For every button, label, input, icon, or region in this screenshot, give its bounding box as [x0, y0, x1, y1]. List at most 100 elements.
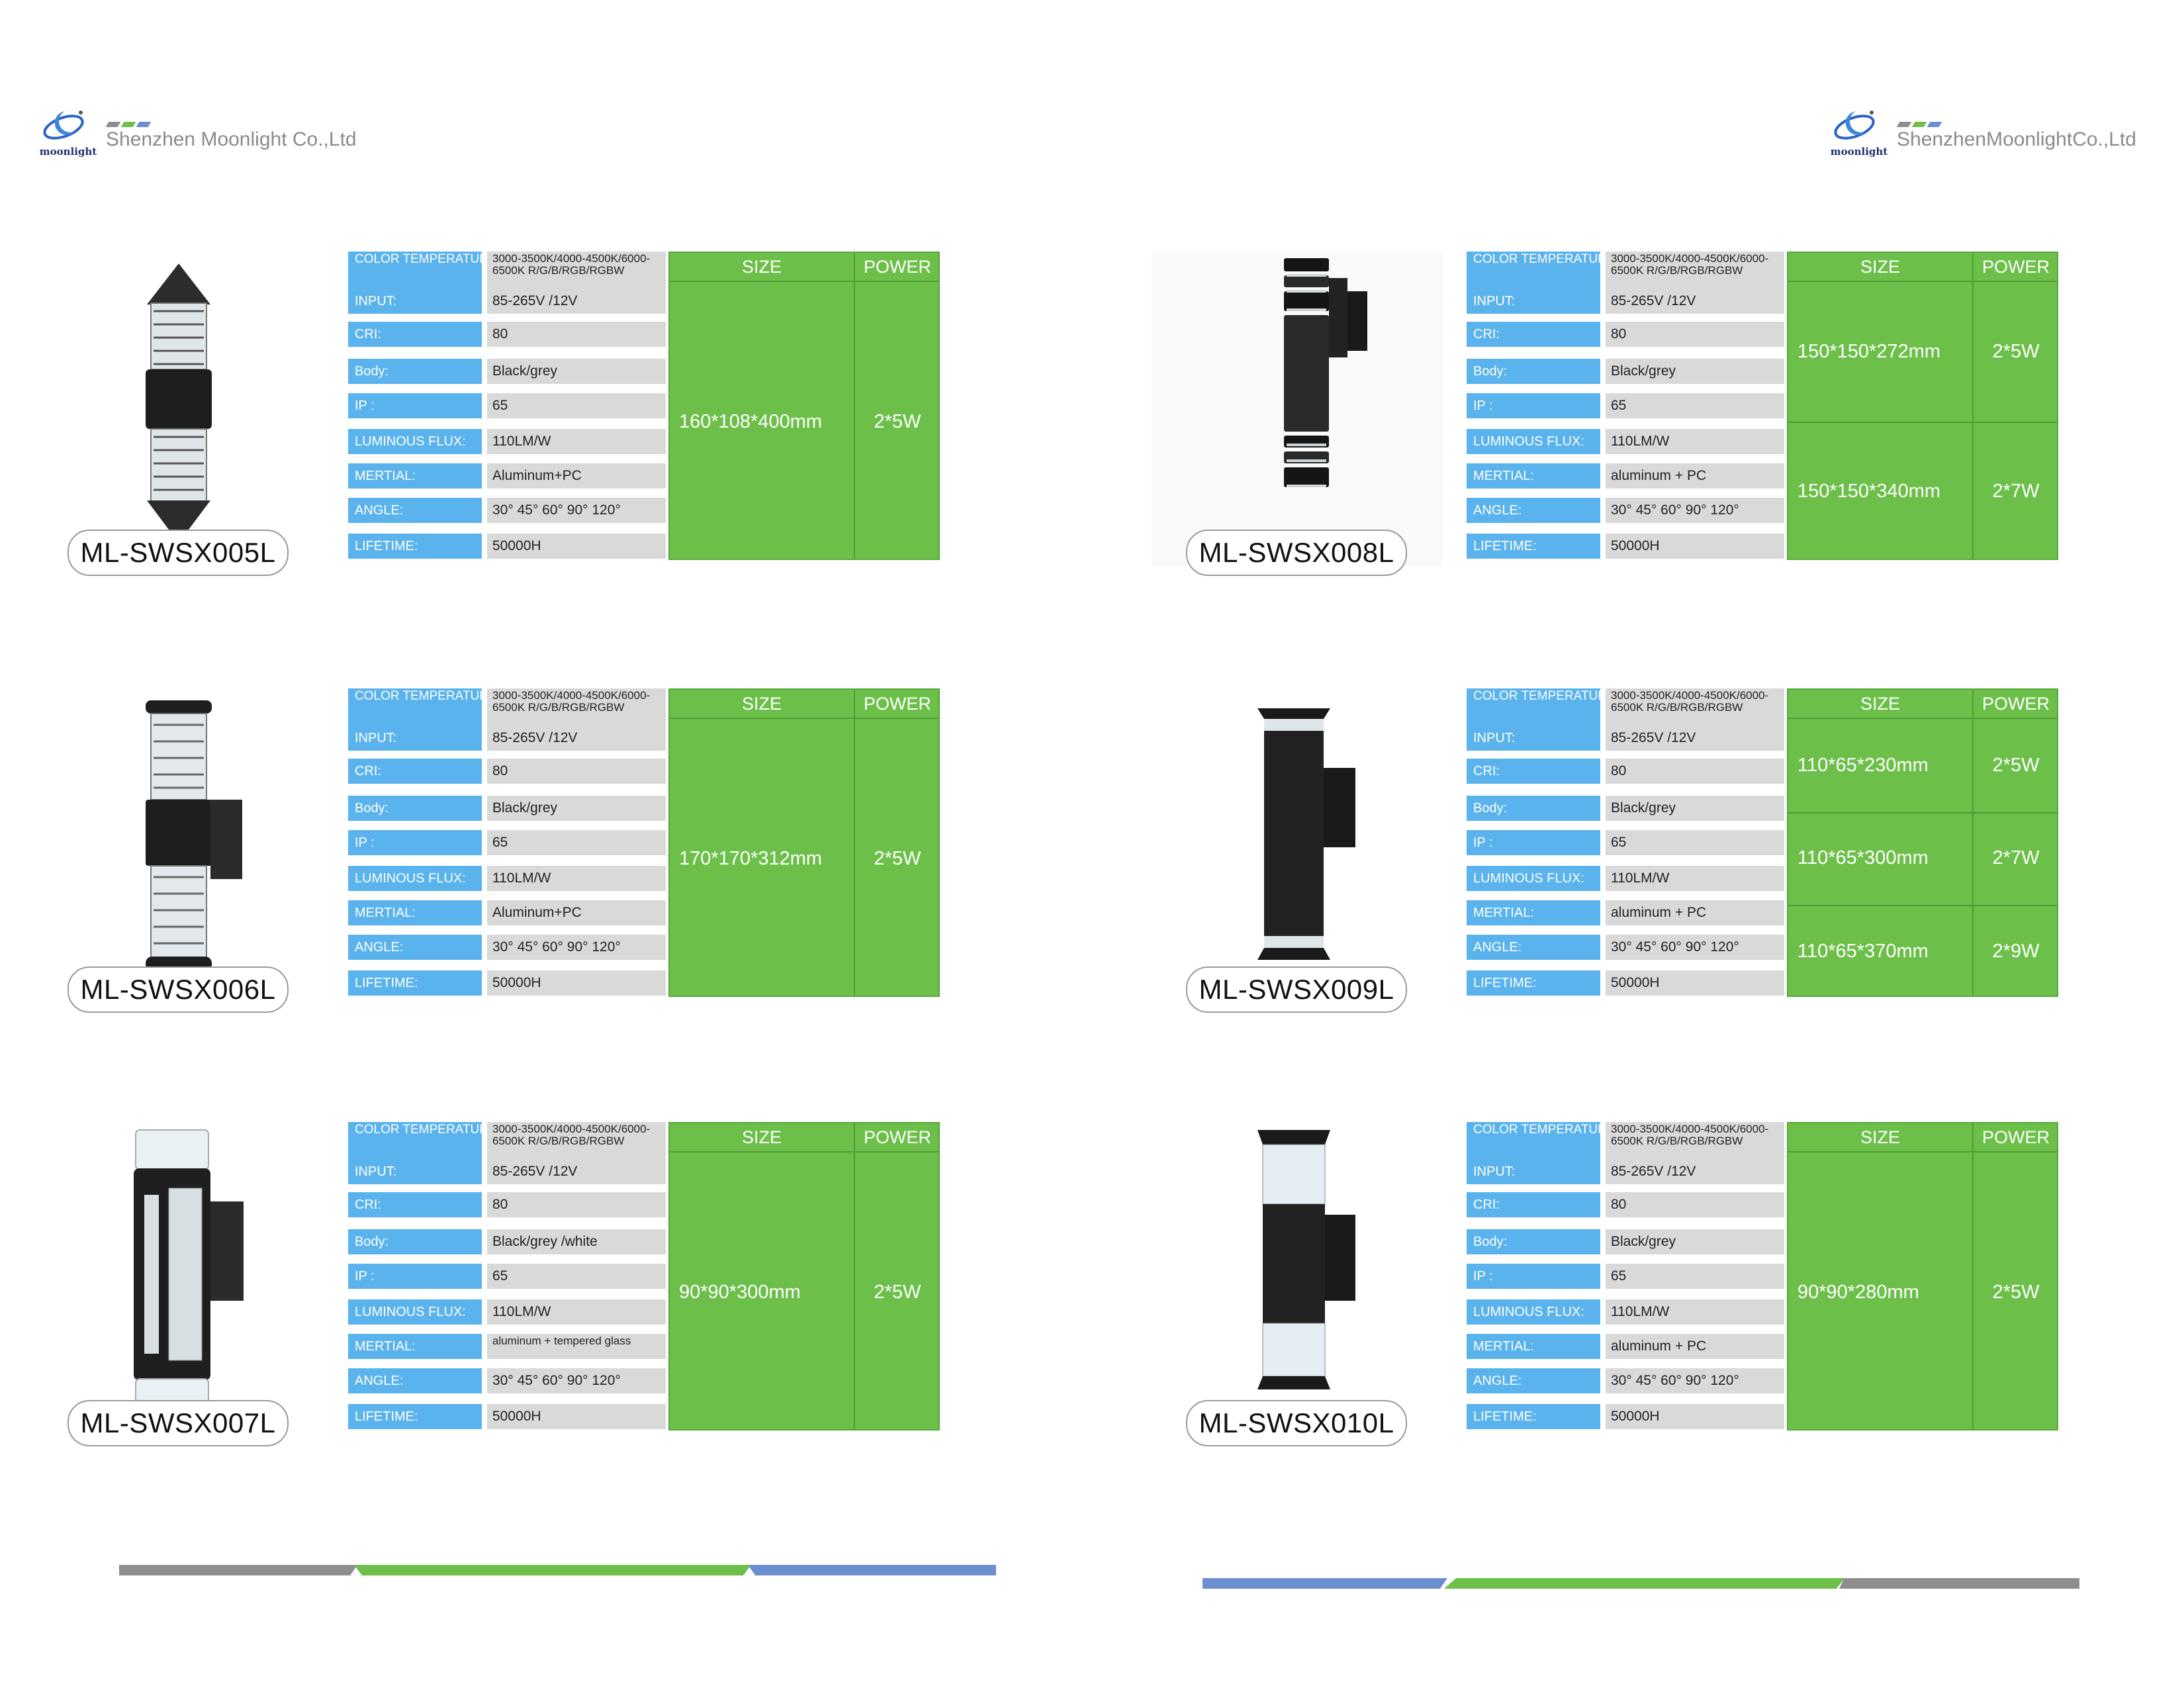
spec-label: COLOR TEMPERATURE:: [1467, 1122, 1600, 1160]
spec-row: Body: Black/grey: [1467, 1229, 1784, 1254]
catalog-page-left: moonlight Shenzhen Moonlight Co.,Ltd: [40, 111, 357, 158]
spec-label: CRI:: [1467, 759, 1600, 784]
spec-label: COLOR TEMPERATURE:: [348, 252, 482, 290]
spec-label: ANGLE:: [1467, 1368, 1600, 1393]
spec-value: 50000H: [1606, 970, 1784, 996]
size-value: 90*90*300mm: [679, 1281, 801, 1303]
spec-row: CRI: 80: [1467, 1192, 1784, 1217]
spec-label: Body:: [1467, 359, 1600, 384]
spec-row: IP : 65: [348, 1264, 666, 1289]
spec-label: IP :: [1467, 393, 1600, 418]
power-value: 2*5W: [1992, 341, 2040, 362]
spec-row: LIFETIME: 50000H: [348, 1404, 666, 1429]
power-header: POWER: [863, 1127, 931, 1147]
spec-row: ANGLE: 30° 45° 60° 90° 120°: [1467, 935, 1784, 960]
spec-value: Black/grey: [487, 796, 666, 821]
spec-label: LIFETIME:: [348, 1404, 482, 1429]
spec-value: 50000H: [487, 970, 666, 996]
power-value: 2*7W: [1992, 847, 2040, 869]
product-block: ML-SWSX008L COLOR TEMPERATURE: 3000-3500…: [1152, 252, 2184, 622]
spec-row: IP : 65: [348, 393, 666, 418]
model-label: ML-SWSX010L: [1186, 1400, 1407, 1446]
spec-label: ANGLE:: [1467, 498, 1600, 523]
footer-color-bar: [1203, 1578, 2079, 1589]
spec-value: 85-265V /12V: [1606, 726, 1784, 751]
spec-row: ANGLE: 30° 45° 60° 90° 120°: [348, 1368, 666, 1393]
size-value: 110*65*230mm: [1797, 754, 1929, 776]
spec-label: Body:: [348, 796, 482, 821]
spec-value: 3000-3500K/4000-4500K/6000-6500K R/G/B/R…: [487, 1122, 666, 1160]
size-header: SIZE: [741, 1127, 782, 1147]
spec-value: 3000-3500K/4000-4500K/6000-6500K R/G/B/R…: [1606, 688, 1784, 727]
spec-value: 50000H: [1606, 534, 1784, 559]
catalog-page-right: moonlight ShenzhenMoonlightCo.,Ltd: [1092, 0, 2184, 1688]
spec-label: CRI:: [1467, 322, 1600, 347]
spec-row: ANGLE: 30° 45° 60° 90° 120°: [1467, 1368, 1784, 1393]
power-header: POWER: [1981, 257, 2050, 277]
page-header: moonlight ShenzhenMoonlightCo.,Ltd: [1829, 106, 2136, 159]
spec-row: CRI: 80: [348, 759, 666, 784]
spec-row: INPUT: 85-265V /12V: [1467, 1159, 1784, 1184]
spec-row: Body: Black/grey /white: [348, 1229, 666, 1254]
spec-label: LIFETIME:: [348, 534, 482, 559]
spec-label: INPUT:: [1467, 289, 1600, 314]
spec-row: IP : 65: [1467, 830, 1784, 855]
spec-row: COLOR TEMPERATURE: 3000-3500K/4000-4500K…: [348, 252, 666, 290]
size-value: 170*170*312mm: [679, 847, 823, 869]
spec-value: 65: [487, 393, 666, 418]
spec-label: LUMINOUS FLUX:: [1467, 429, 1600, 454]
spec-row: INPUT: 85-265V /12V: [1467, 726, 1784, 751]
spec-label: Body:: [348, 1229, 482, 1254]
spec-value: 85-265V /12V: [1606, 289, 1784, 314]
spec-value: Black/grey: [487, 359, 666, 384]
spec-value: 110LM/W: [1606, 1299, 1784, 1325]
spec-value: Black/grey: [1606, 359, 1784, 384]
model-label: ML-SWSX005L: [68, 530, 289, 576]
spec-value: 65: [1606, 830, 1784, 855]
brand-stripes: [105, 122, 152, 127]
model-label: ML-SWSX006L: [68, 966, 289, 1013]
spec-label: COLOR TEMPERATURE:: [1467, 252, 1600, 290]
product-block: ML-SWSX007L COLOR TEMPERATURE: 3000-3500…: [33, 1122, 1079, 1493]
moonlight-logo-icon: moonlight: [1829, 106, 1888, 159]
spec-row: LIFETIME: 50000H: [1467, 970, 1784, 996]
spec-value: Aluminum+PC: [487, 463, 666, 489]
power-value: 2*7W: [1992, 481, 2040, 502]
spec-row: LUMINOUS FLUX: 110LM/W: [1467, 429, 1784, 454]
spec-value: Black/grey: [1606, 1229, 1784, 1254]
model-label: ML-SWSX009L: [1186, 966, 1407, 1013]
spec-label: INPUT:: [348, 726, 482, 751]
brand-stripes: [1896, 122, 1942, 127]
spec-row: LIFETIME: 50000H: [348, 534, 666, 559]
spec-value: 3000-3500K/4000-4500K/6000-6500K R/G/B/R…: [487, 688, 666, 727]
spec-label: CRI:: [348, 1192, 482, 1217]
spec-row: MERTIAL: Aluminum+PC: [348, 900, 666, 925]
power-value: 2*5W: [874, 847, 921, 869]
spec-row: ANGLE: 30° 45° 60° 90° 120°: [1467, 498, 1784, 523]
spec-label: LUMINOUS FLUX:: [348, 429, 482, 454]
product-photo: [33, 688, 324, 1019]
size-power-table: SIZE POWER 160*108*400mm 2*5W: [668, 252, 940, 560]
spec-label: ANGLE:: [348, 935, 482, 960]
spec-value: aluminum + PC: [1606, 1334, 1784, 1359]
spec-label: MERTIAL:: [1467, 463, 1600, 489]
spec-label: IP :: [348, 393, 482, 418]
size-value: 90*90*280mm: [1797, 1281, 1919, 1303]
spec-row: ANGLE: 30° 45° 60° 90° 120°: [348, 935, 666, 960]
product-photo: [33, 252, 324, 583]
spec-row: INPUT: 85-265V /12V: [348, 289, 666, 314]
size-header: SIZE: [1860, 694, 1900, 714]
spec-value: 65: [1606, 1264, 1784, 1289]
size-value: 150*150*340mm: [1797, 481, 1941, 502]
spec-label: LUMINOUS FLUX:: [348, 866, 482, 891]
size-value: 110*65*370mm: [1797, 941, 1929, 962]
power-header: POWER: [1981, 694, 2050, 714]
size-header: SIZE: [1860, 1127, 1900, 1147]
spec-row: MERTIAL: aluminum + PC: [1467, 1334, 1784, 1359]
size-header: SIZE: [741, 257, 782, 277]
spec-label: COLOR TEMPERATURE:: [348, 1122, 482, 1160]
spec-row: MERTIAL: aluminum + PC: [1467, 463, 1784, 489]
spec-row: CRI: 80: [1467, 759, 1784, 784]
spec-row: CRI: 80: [348, 1192, 666, 1217]
spec-row: LUMINOUS FLUX: 110LM/W: [348, 866, 666, 891]
